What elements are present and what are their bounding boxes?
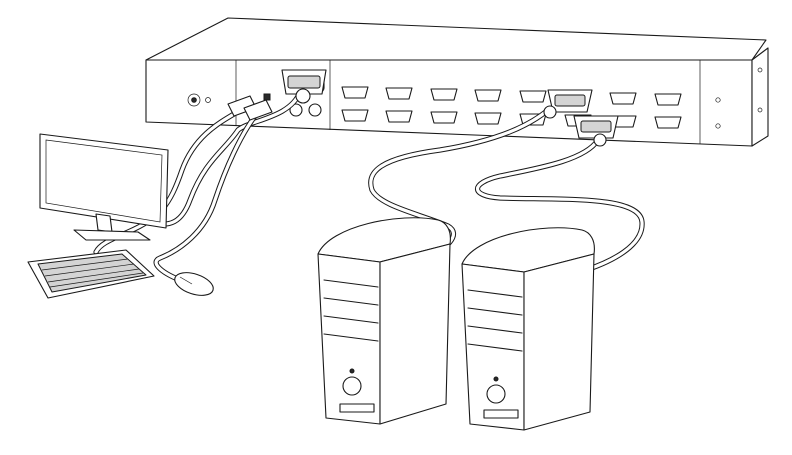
mouse-plug: [243, 99, 273, 121]
computer-1-ferrite: [543, 105, 557, 119]
keyboard-row-1: [41, 258, 129, 271]
console-vga-plug-shell: [287, 75, 321, 89]
computer-2-top: [461, 227, 595, 273]
monitor-screen: [45, 139, 163, 223]
computer-1-bay-2: [323, 297, 379, 306]
plug-clip: [263, 93, 271, 101]
vga-port-top-4: [474, 89, 502, 102]
vga-port-top-2: [385, 87, 413, 100]
vga-port-bottom-1: [341, 109, 369, 122]
console-vga-ferrite: [295, 88, 311, 104]
computer-2-vga-plug-shell: [580, 120, 612, 133]
computer-1-vga-plug-shell: [554, 94, 586, 107]
computer-2-ferrite: [593, 133, 607, 147]
computer-2-front-ports: [483, 409, 519, 419]
keyboard-row-2: [44, 263, 135, 277]
computer-1-bay-4: [323, 333, 379, 342]
computer-2-bay-1: [467, 289, 523, 298]
mouse-body: [174, 272, 214, 296]
vga-port-bottom-8: [654, 116, 682, 129]
computer-1: [317, 217, 451, 425]
computer-2-bay-2: [467, 307, 523, 316]
vga-port-bottom-2: [385, 110, 413, 123]
computer-1-power-button: [342, 376, 362, 396]
vga-port-bottom-3: [430, 111, 458, 124]
keyboard: [27, 249, 155, 299]
computer-2-side: [523, 253, 595, 431]
vga-port-top-3: [430, 88, 458, 101]
monitor-bezel: [39, 133, 169, 229]
vga-port-top-5: [519, 90, 547, 103]
computer-2-bay-3: [467, 325, 523, 334]
computer-1-power-led: [349, 368, 355, 374]
vga-port-top-7: [609, 92, 637, 105]
monitor-stand-neck: [95, 213, 113, 233]
computer-port-connectors: [543, 89, 619, 147]
computer-2: [461, 227, 595, 431]
ps2-mouse-port: [308, 103, 322, 117]
mouse-cable: [153, 109, 261, 283]
monitor: [39, 133, 169, 241]
computer-1-side: [379, 243, 451, 425]
computer-1-bay-3: [323, 315, 379, 324]
power-jack-pin: [191, 97, 197, 103]
power-jack: [187, 93, 201, 107]
computer-1-top: [317, 217, 451, 263]
console-connectors: [227, 69, 327, 121]
computer-1-bay-1: [323, 279, 379, 288]
vga-port-bottom-4: [474, 112, 502, 125]
mouse-button-split: [179, 276, 193, 285]
computer-2-power-led: [493, 376, 499, 382]
vga-port-top-1: [341, 86, 369, 99]
kvm-ear-screw-2: [715, 123, 721, 129]
computer-1-cable: [368, 107, 551, 263]
keyboard-row-3: [47, 268, 140, 283]
computer-1-front: [317, 253, 381, 425]
computer-1-front-ports: [339, 403, 375, 413]
kvm-rack-ear: [751, 47, 769, 147]
kvm-ear-hole-2: [757, 107, 763, 113]
kvm-ear-hole-1: [757, 67, 763, 73]
kvm-ear-screw-1: [715, 97, 721, 103]
computer-2-bay-4: [467, 343, 523, 352]
mouse: [174, 272, 214, 296]
computer-2-power-button: [486, 384, 506, 404]
kvm-top-panel: [145, 17, 767, 61]
vga-port-top-8: [654, 93, 682, 106]
monitor-cable: [147, 89, 303, 227]
led-indicator: [205, 97, 211, 103]
ps2-keyboard-port: [289, 103, 303, 117]
monitor-stand-base: [73, 229, 151, 241]
keyboard-keys: [37, 253, 147, 293]
keyboard-row-4: [49, 272, 144, 288]
computer-2-cable: [475, 137, 645, 273]
